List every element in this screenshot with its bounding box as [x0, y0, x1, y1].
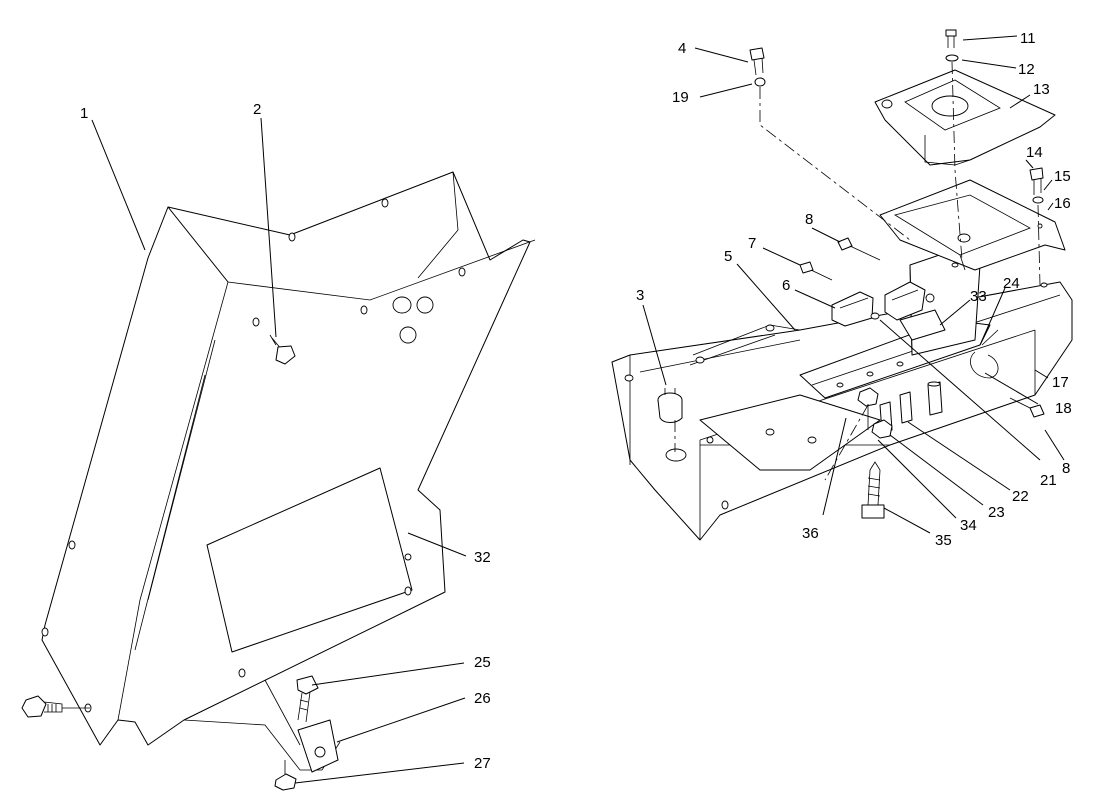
- callout-32: 32: [474, 549, 491, 566]
- decal-plate: [206, 467, 413, 653]
- callout-5: 5: [724, 248, 732, 265]
- mounting-tray: [879, 179, 1066, 271]
- screw-2: [269, 334, 296, 365]
- bracket-26: [297, 719, 339, 773]
- callout-14: 14: [1026, 144, 1043, 161]
- callout-11: 11: [1020, 30, 1036, 47]
- callout-7: 7: [748, 235, 756, 252]
- callout-2: 2: [253, 101, 261, 118]
- callout-25: 25: [474, 654, 491, 671]
- callout-34: 34: [960, 517, 977, 534]
- callout-13: 13: [1033, 81, 1050, 98]
- callout-22: 22: [1012, 488, 1029, 505]
- screw-14: [1029, 167, 1044, 204]
- callout-15: 15: [1054, 168, 1071, 185]
- callout-8-bottom: 8: [1062, 460, 1070, 477]
- callout-12: 12: [1018, 61, 1035, 78]
- callout-23: 23: [988, 504, 1005, 521]
- switch-3: [657, 388, 683, 423]
- callout-labels: 1 2 3 4 5 6 7 8 11 12 13 14 15 16 17 18 …: [80, 30, 1072, 772]
- callout-21: 21: [1040, 472, 1057, 489]
- callout-3: 3: [636, 287, 644, 304]
- bolt-left: [21, 695, 90, 718]
- callout-33: 33: [970, 288, 987, 305]
- callout-17: 17: [1052, 374, 1069, 391]
- leader-lines: [91, 35, 1065, 784]
- callout-19: 19: [672, 89, 689, 106]
- callout-16: 16: [1054, 195, 1071, 212]
- frame-assembly: [611, 29, 1073, 541]
- callout-36: 36: [802, 525, 819, 542]
- callout-24: 24: [1003, 275, 1020, 292]
- callout-26: 26: [474, 690, 491, 707]
- callout-27: 27: [474, 755, 491, 772]
- nut-27: [274, 760, 297, 791]
- side-panel: [41, 171, 531, 746]
- callout-6: 6: [782, 277, 790, 294]
- callout-8-top: 8: [805, 211, 813, 228]
- screw-11: [945, 29, 959, 62]
- bolt-35: [861, 461, 885, 519]
- callout-18: 18: [1055, 400, 1072, 417]
- callout-4: 4: [678, 40, 686, 57]
- control-cover: [874, 69, 1056, 166]
- side-panel-assembly: [41, 171, 536, 771]
- screw-4: [749, 47, 766, 87]
- screw-25: [296, 675, 319, 723]
- callout-35: 35: [935, 532, 952, 549]
- callout-1: 1: [80, 105, 88, 122]
